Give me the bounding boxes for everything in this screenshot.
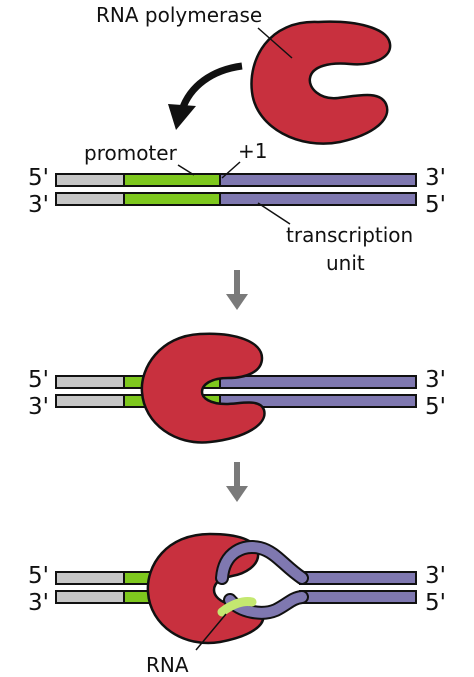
rna-polymerase-bound <box>140 332 266 444</box>
transcription-unit-label-line1: transcription <box>286 223 413 247</box>
end-label-top-left: 5' <box>28 563 49 589</box>
stage-1: RNA polymerase promoter +1 transcription… <box>28 3 446 275</box>
rna-polymerase-label: RNA polymerase <box>96 3 262 27</box>
end-label-bottom-right: 5' <box>425 192 446 218</box>
curved-arrow <box>178 62 243 112</box>
dna-top-strand-right <box>299 571 417 585</box>
plus-one-leader <box>221 161 241 179</box>
stage-arrow-2 <box>226 462 248 502</box>
stage-2: 5' 3' 3' 5' <box>28 332 446 444</box>
end-label-bottom-right: 5' <box>425 394 446 420</box>
rna-leader <box>195 613 227 651</box>
stage-arrow-1 <box>226 270 248 310</box>
end-label-top-right: 3' <box>425 367 446 393</box>
end-label-bottom-left: 3' <box>28 590 49 616</box>
end-label-bottom-left: 3' <box>28 394 49 420</box>
dna-bottom-strand-right <box>299 590 417 604</box>
stage-3: RNA 5' 3' 3' 5' <box>28 532 446 677</box>
transcription-unit-leader <box>257 202 291 225</box>
end-label-top-left: 5' <box>28 367 49 393</box>
end-label-top-right: 3' <box>425 165 446 191</box>
promoter-leader <box>177 164 195 176</box>
promoter-label: promoter <box>84 141 178 165</box>
rna-polymerase-leader <box>257 27 293 59</box>
curved-arrow-head <box>168 104 196 130</box>
dna-top-strand <box>55 173 417 187</box>
end-label-top-left: 5' <box>28 165 49 191</box>
transcription-unit-label-line2: unit <box>326 251 365 275</box>
plus-one-label: +1 <box>238 139 267 163</box>
end-label-top-right: 3' <box>425 563 446 589</box>
rna-label: RNA <box>146 653 189 677</box>
end-label-bottom-left: 3' <box>28 192 49 218</box>
end-label-bottom-right: 5' <box>425 590 446 616</box>
nascent-rna <box>217 597 257 617</box>
dna-bottom-strand <box>55 192 417 206</box>
